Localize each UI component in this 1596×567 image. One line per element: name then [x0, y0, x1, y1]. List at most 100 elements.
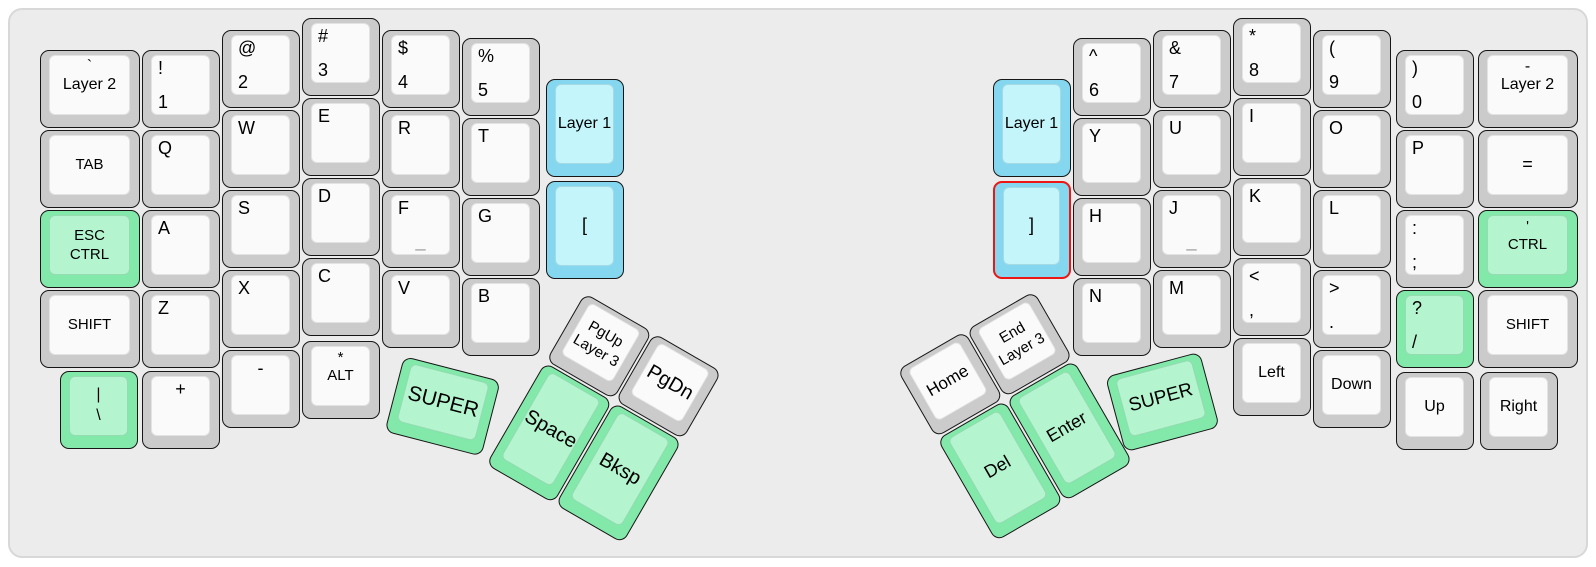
- key-shift-right[interactable]: SHIFT: [1478, 290, 1578, 368]
- key-s[interactable]: S: [222, 190, 300, 268]
- key-hash-3[interactable]: #3: [302, 18, 380, 96]
- key-m-legend-tl: M: [1169, 278, 1184, 298]
- key-r[interactable]: R: [382, 110, 460, 188]
- keycap-top: PgUp Layer 3: [560, 301, 642, 384]
- key-u-legend-tl: U: [1169, 118, 1182, 138]
- key-arrow-left[interactable]: Left: [1233, 338, 1311, 416]
- key-at-2[interactable]: @2: [222, 30, 300, 108]
- key-less-comma[interactable]: <,: [1233, 258, 1311, 336]
- key-super-left[interactable]: SUPER: [384, 356, 501, 457]
- key-k[interactable]: K: [1233, 178, 1311, 256]
- key-arrow-down-legend-c: Down: [1331, 375, 1372, 393]
- key-s-legend-tl: S: [238, 198, 251, 218]
- key-layer1-left[interactable]: Layer 1: [546, 79, 624, 177]
- keycap-top: U: [1162, 115, 1221, 175]
- keycap-top: B: [471, 283, 530, 343]
- keycap-top: >.: [1322, 275, 1381, 335]
- key-n[interactable]: N: [1073, 278, 1151, 356]
- key-at-2-legend-tl: @: [238, 38, 257, 58]
- key-asterisk-8-legend-bl: 8: [1249, 59, 1260, 80]
- key-g[interactable]: G: [462, 198, 540, 276]
- key-e-legend-tl: E: [318, 106, 331, 126]
- key-p-legend-tl: P: [1412, 138, 1425, 158]
- key-dollar-4[interactable]: $4: [382, 30, 460, 108]
- key-quote-ctrl-legend-tc: ': [1526, 218, 1529, 235]
- key-greater-period[interactable]: >.: [1313, 270, 1391, 348]
- keycap-top: D: [311, 183, 370, 243]
- key-j[interactable]: J_: [1153, 190, 1231, 268]
- keycap-top: V: [391, 275, 450, 335]
- key-layer1-right[interactable]: Layer 1: [993, 79, 1071, 177]
- keycap-top: X: [231, 275, 290, 335]
- keycap-top: Home: [907, 340, 989, 422]
- key-amp-7[interactable]: &7: [1153, 30, 1231, 108]
- key-v[interactable]: V: [382, 270, 460, 348]
- key-q[interactable]: Q: [142, 130, 220, 208]
- keycap-top: `Layer 2: [49, 55, 130, 115]
- keycap-top: T: [471, 123, 530, 183]
- key-quote-ctrl[interactable]: 'CTRL: [1478, 210, 1578, 288]
- key-caret-6[interactable]: ^6: [1073, 38, 1151, 116]
- key-w[interactable]: W: [222, 110, 300, 188]
- key-pipe-backslash[interactable]: | \: [60, 371, 138, 449]
- key-esc-ctrl[interactable]: ESC CTRL: [40, 210, 140, 288]
- key-paren-0-legend-tl: ): [1412, 58, 1418, 78]
- key-question-slash[interactable]: ?/: [1396, 290, 1474, 368]
- key-grave-layer2[interactable]: `Layer 2: [40, 50, 140, 128]
- key-x[interactable]: X: [222, 270, 300, 348]
- key-paren-9[interactable]: (9: [1313, 30, 1391, 108]
- keycap-top: L: [1322, 195, 1381, 255]
- key-a[interactable]: A: [142, 210, 220, 288]
- key-plus[interactable]: +: [142, 371, 220, 449]
- key-paren-9-legend-tl: (: [1329, 38, 1335, 58]
- key-arrow-right-legend-c: Right: [1499, 397, 1538, 415]
- key-arrow-down[interactable]: Down: [1313, 350, 1391, 428]
- key-left-bracket[interactable]: [: [546, 181, 624, 279]
- key-z[interactable]: Z: [142, 290, 220, 368]
- key-exclam-1[interactable]: !1: [142, 50, 220, 128]
- key-h[interactable]: H: [1073, 198, 1151, 276]
- key-p[interactable]: P: [1396, 130, 1474, 208]
- key-percent-5[interactable]: %5: [462, 38, 540, 116]
- key-equals[interactable]: =: [1478, 130, 1578, 208]
- key-h-legend-tl: H: [1089, 206, 1102, 226]
- keycap-top: $4: [391, 35, 450, 95]
- key-f-legend-tl: F: [398, 198, 409, 218]
- key-asterisk-8[interactable]: *8: [1233, 18, 1311, 96]
- keycap-top: ESC CTRL: [49, 215, 130, 275]
- key-f[interactable]: F_: [382, 190, 460, 268]
- key-l[interactable]: L: [1313, 190, 1391, 268]
- keycap-top: Down: [1322, 355, 1381, 415]
- key-shift-left[interactable]: SHIFT: [40, 290, 140, 368]
- key-arrow-right[interactable]: Right: [1480, 372, 1558, 450]
- keycap-top: SHIFT: [1487, 295, 1568, 355]
- keycap-top: !1: [151, 55, 210, 115]
- keycap-top: W: [231, 115, 290, 175]
- key-right-bracket[interactable]: ]: [993, 181, 1071, 279]
- key-dollar-4-legend-bl: 4: [398, 71, 409, 92]
- keycap-top: Q: [151, 135, 210, 195]
- key-super-right[interactable]: SUPER: [1105, 351, 1220, 453]
- key-b[interactable]: B: [462, 278, 540, 356]
- keycap-top: A: [151, 215, 210, 275]
- key-j-legend-tl: J: [1169, 198, 1178, 218]
- key-c[interactable]: C: [302, 258, 380, 336]
- keycap-top: -: [231, 355, 290, 415]
- keycap-top: Layer 1: [1002, 84, 1061, 164]
- key-paren-0[interactable]: )0: [1396, 50, 1474, 128]
- key-y[interactable]: Y: [1073, 118, 1151, 196]
- key-minus-layer2[interactable]: -Layer 2: [1478, 50, 1578, 128]
- key-o[interactable]: O: [1313, 110, 1391, 188]
- key-minus[interactable]: -: [222, 350, 300, 428]
- key-m[interactable]: M: [1153, 270, 1231, 348]
- key-colon-semicolon[interactable]: :;: [1396, 210, 1474, 288]
- key-asterisk-alt[interactable]: *ALT: [302, 341, 380, 419]
- key-arrow-up[interactable]: Up: [1396, 372, 1474, 450]
- key-u[interactable]: U: [1153, 110, 1231, 188]
- key-i[interactable]: I: [1233, 98, 1311, 176]
- key-e[interactable]: E: [302, 98, 380, 176]
- key-d[interactable]: D: [302, 178, 380, 256]
- key-t[interactable]: T: [462, 118, 540, 196]
- keycap-top: ^6: [1082, 43, 1141, 103]
- key-tab[interactable]: TAB: [40, 130, 140, 208]
